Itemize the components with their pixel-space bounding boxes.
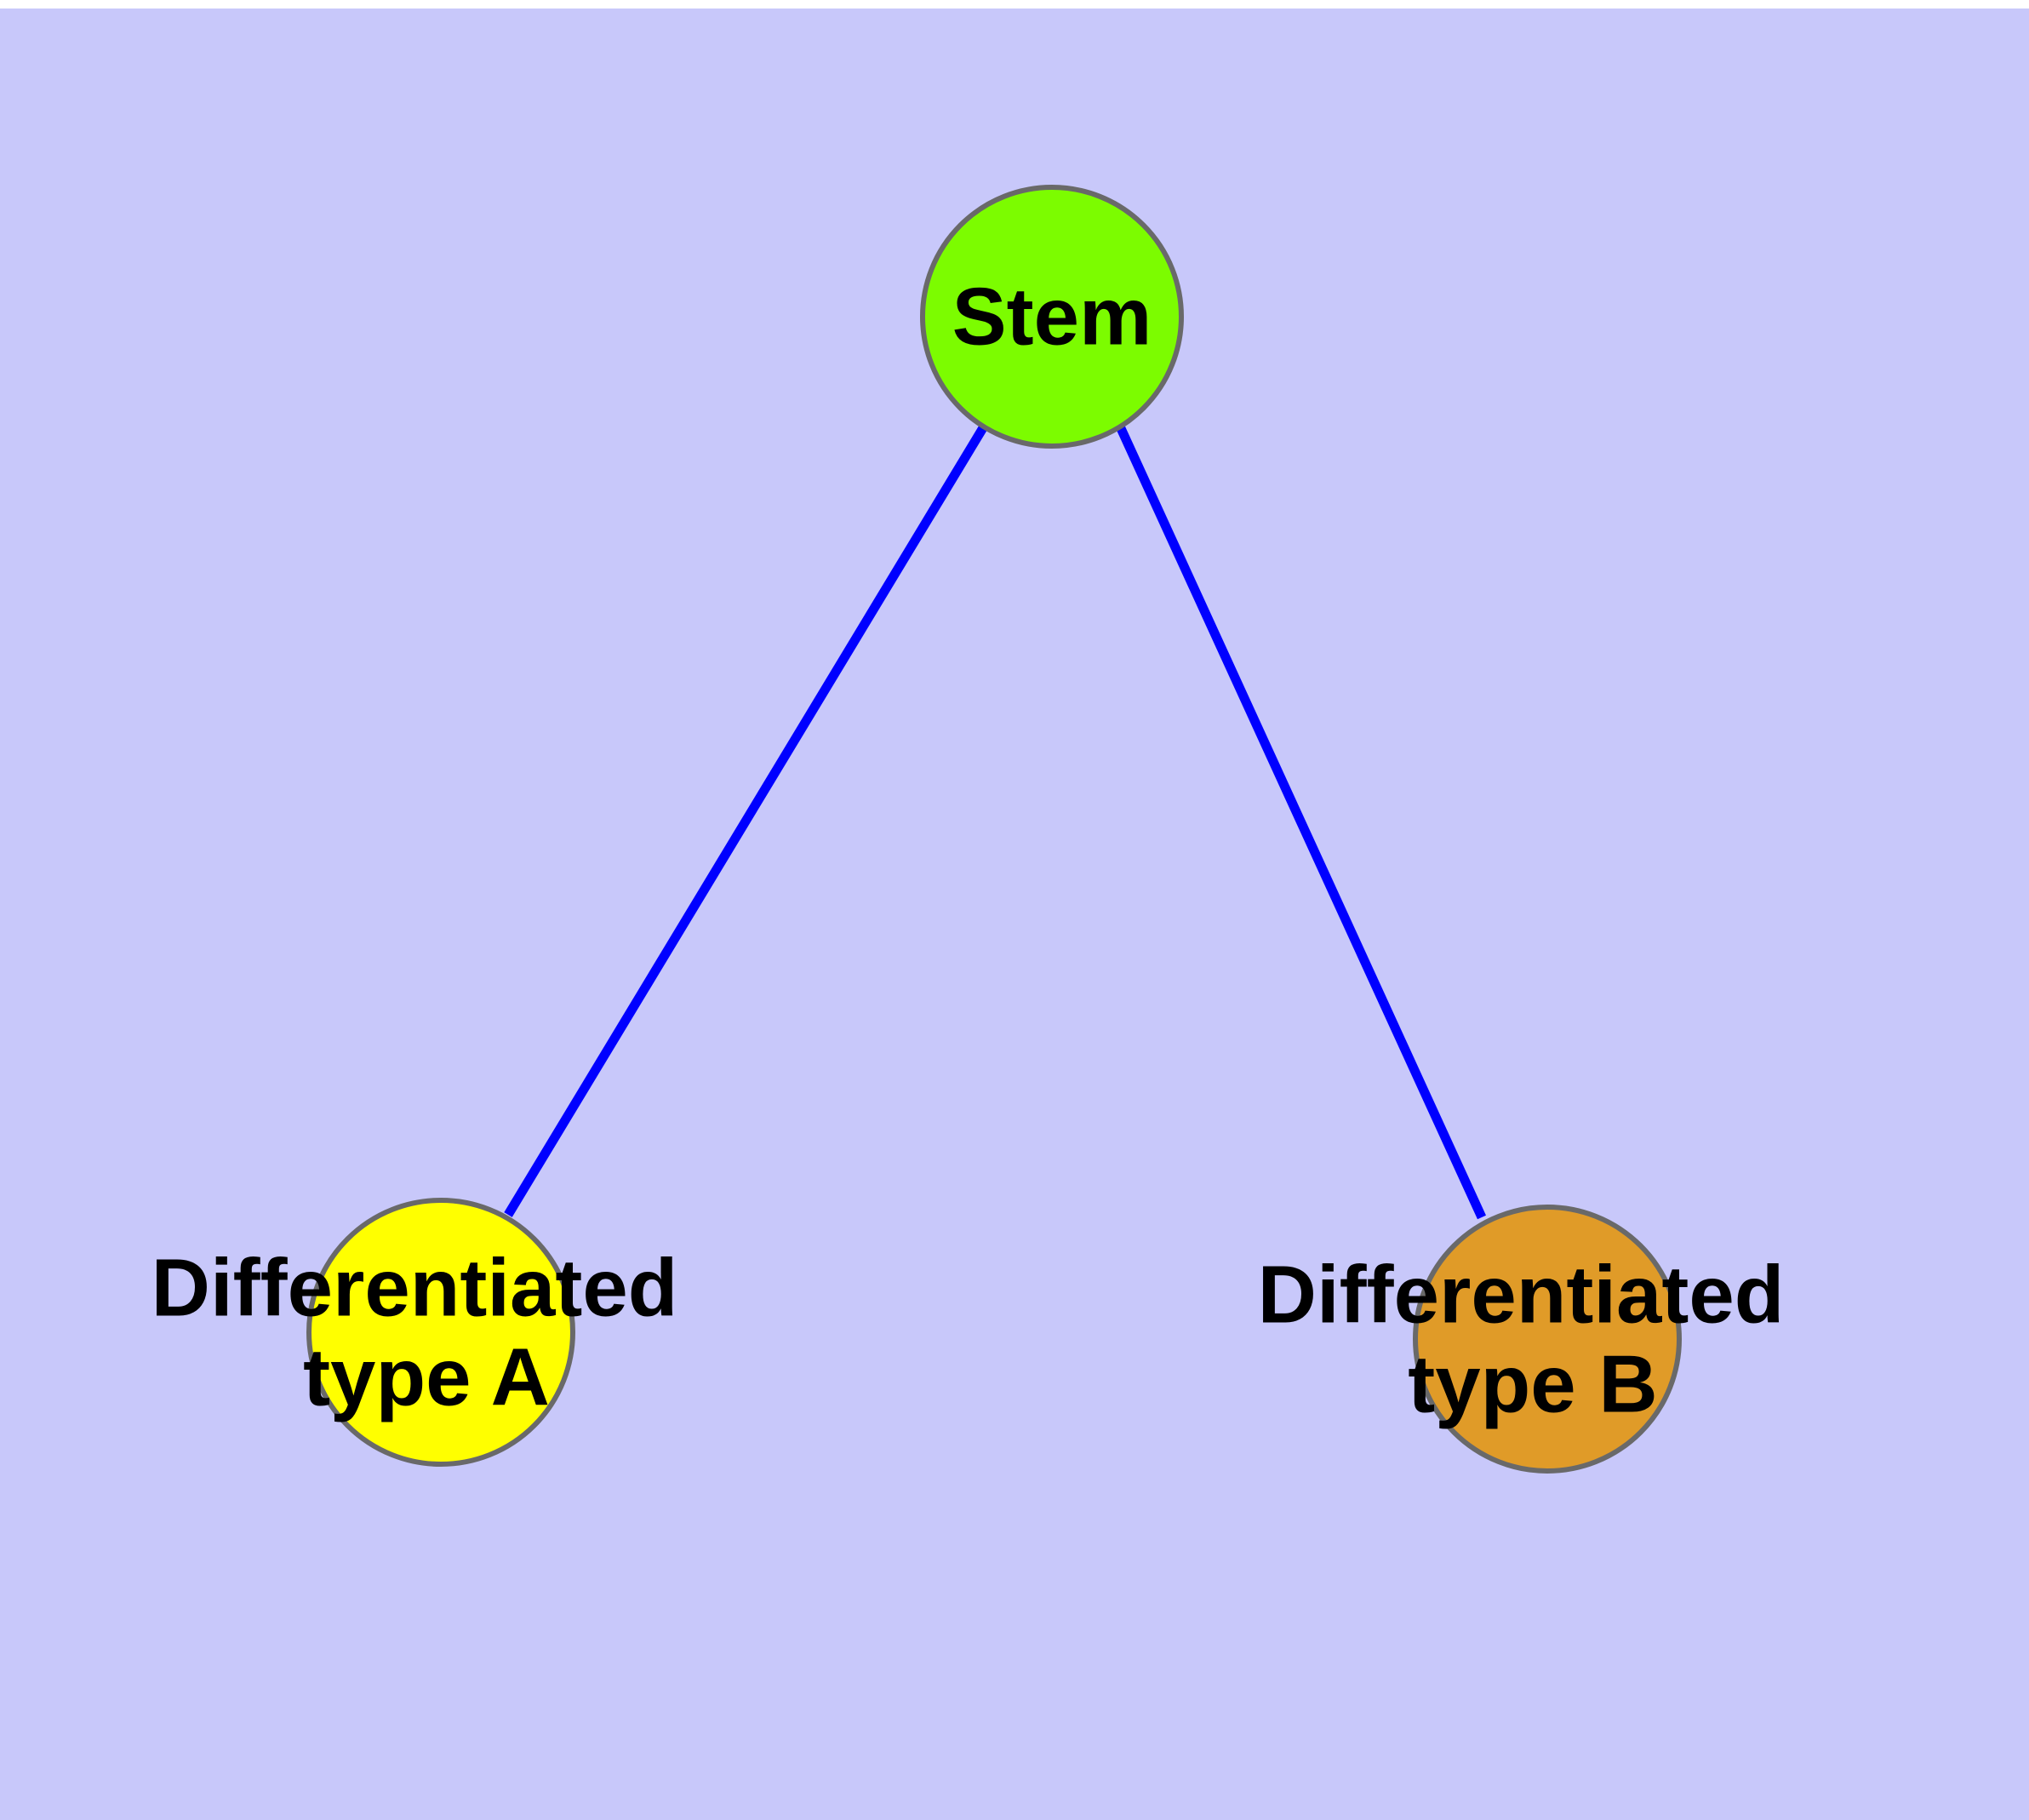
edges-layer	[504, 424, 1487, 1220]
labels-layer: Stem Differentiated type A Differentiate…	[151, 272, 1785, 1430]
node-differentiated-type-b-label-line2: type B	[1408, 1339, 1657, 1430]
node-differentiated-type-b[interactable]	[1413, 1205, 1682, 1474]
node-differentiated-type-b-label-line1: Differentiated	[1258, 1250, 1785, 1341]
node-differentiated-type-a-label-line2: type A	[303, 1332, 550, 1423]
node-stem-label: Stem	[952, 272, 1152, 363]
edge-stem-to-diff-a[interactable]	[504, 424, 988, 1217]
nodes-layer	[306, 185, 1682, 1474]
node-stem[interactable]	[920, 185, 1184, 449]
edge-stem-to-diff-b[interactable]	[1115, 424, 1487, 1220]
node-differentiated-type-a-label-line1: Differentiated	[151, 1243, 678, 1334]
node-differentiated-type-a[interactable]	[306, 1198, 575, 1467]
